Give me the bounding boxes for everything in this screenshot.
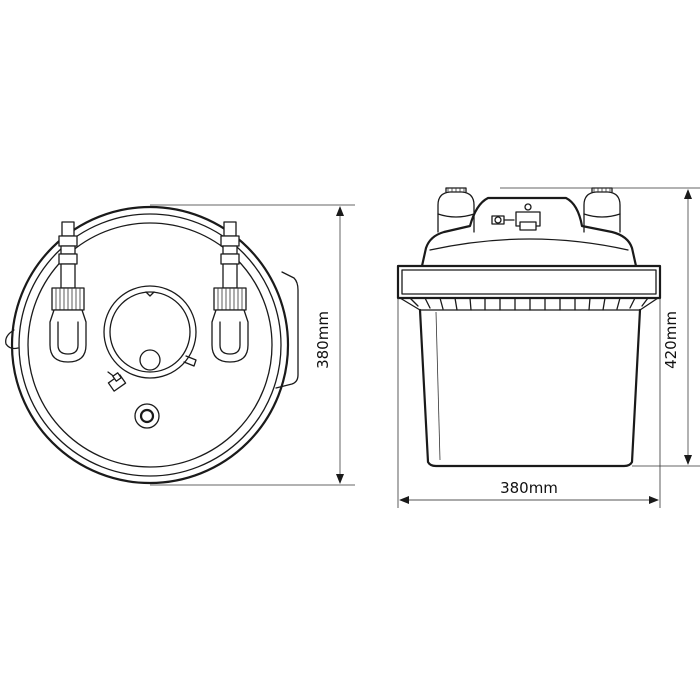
knob — [107, 372, 127, 392]
left-clip — [5, 329, 19, 350]
rim-band — [396, 264, 662, 300]
dome-lid — [420, 196, 638, 268]
top-view: 380mm — [5, 204, 355, 486]
side-view: 420mm 380mm — [396, 187, 700, 508]
central-housing — [103, 285, 197, 379]
side-width-label: 380mm — [500, 479, 558, 497]
skirt-teeth — [409, 297, 649, 311]
lid-band — [429, 238, 629, 251]
right-hose-connector — [211, 221, 249, 363]
rim-band-inner — [401, 269, 657, 295]
left-side-hose — [437, 187, 475, 233]
left-hose-connector — [49, 221, 87, 363]
container-body — [418, 308, 642, 468]
side-height-label: 420mm — [662, 311, 680, 369]
housing-port — [139, 349, 161, 371]
top-dim-label: 380mm — [314, 311, 332, 369]
lid-edge — [27, 222, 273, 468]
rim-inner-ring — [18, 213, 282, 477]
right-side-hose — [583, 187, 621, 233]
top-unit — [491, 203, 541, 231]
bottom-valve — [134, 403, 160, 429]
latch-tab — [275, 271, 299, 389]
outer-rim — [10, 205, 290, 485]
body-highlight — [435, 311, 441, 461]
